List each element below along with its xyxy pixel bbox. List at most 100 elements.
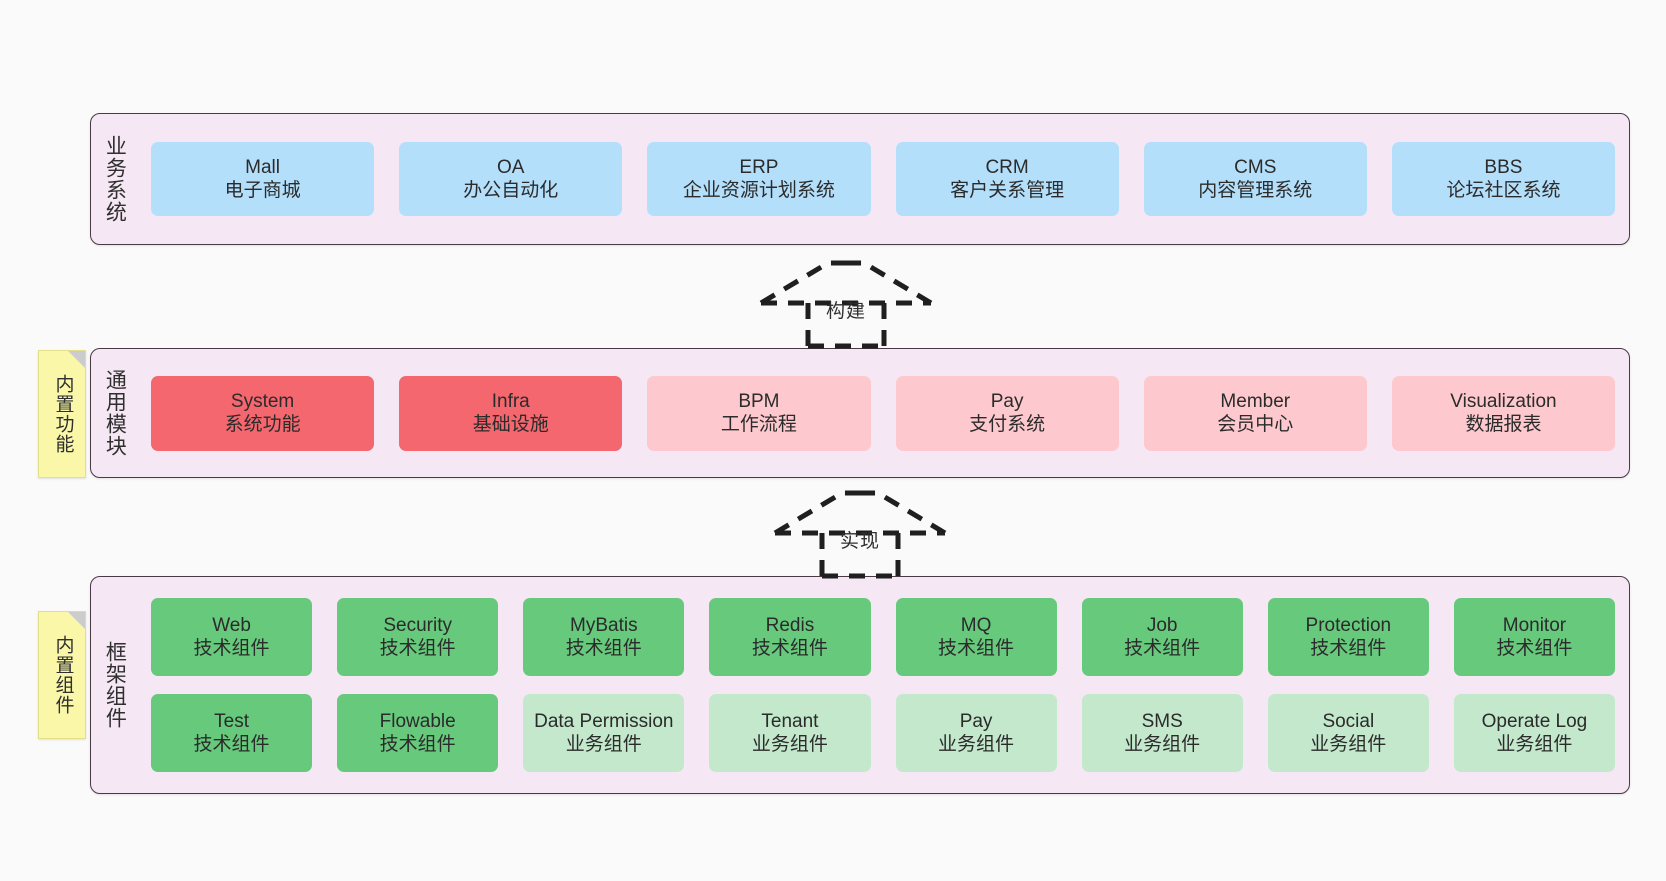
- card-pay-system-title: Pay: [990, 390, 1024, 412]
- card-system-title: System: [230, 390, 295, 412]
- card-test[interactable]: Test 技术组件: [151, 694, 313, 772]
- card-redis-subtitle: 技术组件: [751, 638, 828, 659]
- card-web[interactable]: Web 技术组件: [151, 598, 313, 676]
- card-visualization-subtitle: 数据报表: [1465, 414, 1542, 435]
- card-crm-subtitle: 客户关系管理: [950, 180, 1065, 201]
- card-data-permission-subtitle: 业务组件: [565, 734, 642, 755]
- card-mq-title: MQ: [960, 614, 992, 636]
- card-mybatis[interactable]: MyBatis 技术组件: [523, 598, 685, 676]
- implement-arrow-icon: [773, 490, 947, 579]
- card-sms-subtitle: 业务组件: [1124, 734, 1201, 755]
- card-bpm-subtitle: 工作流程: [720, 414, 797, 435]
- card-visualization-title: Visualization: [1450, 390, 1557, 412]
- card-monitor-subtitle: 技术组件: [1496, 638, 1573, 659]
- card-social[interactable]: Social 业务组件: [1267, 694, 1429, 772]
- card-mall-subtitle: 电子商城: [224, 180, 301, 201]
- layer-common-module-body: System 系统功能 Infra 基础设施 BPM 工作流程 Pay 支付系统…: [137, 349, 1629, 477]
- card-social-subtitle: 业务组件: [1310, 734, 1387, 755]
- card-infra-subtitle: 基础设施: [472, 414, 549, 435]
- layer-business-system-body: Mall 电子商城 OA 办公自动化 ERP 企业资源计划系统 CRM 客户关系…: [137, 114, 1629, 244]
- layer-framework-component: 框架组件 Web 技术组件 Security 技术组件 MyBatis 技术组件…: [90, 576, 1630, 794]
- card-pay-system-subtitle: 支付系统: [969, 414, 1046, 435]
- card-tenant[interactable]: Tenant 业务组件: [709, 694, 871, 772]
- card-oa[interactable]: OA 办公自动化: [399, 142, 623, 216]
- card-web-subtitle: 技术组件: [193, 638, 270, 659]
- card-protection[interactable]: Protection 技术组件: [1267, 598, 1429, 676]
- card-sms-title: SMS: [1141, 710, 1183, 732]
- framework-business-row: Test 技术组件 Flowable 技术组件 Data Permission …: [151, 694, 1615, 772]
- card-operate-log-title: Operate Log: [1481, 710, 1588, 732]
- card-sms[interactable]: SMS 业务组件: [1081, 694, 1243, 772]
- card-mall-title: Mall: [245, 156, 280, 178]
- card-member-subtitle: 会员中心: [1217, 414, 1294, 435]
- card-bbs[interactable]: BBS 论坛社区系统: [1391, 142, 1616, 216]
- card-web-title: Web: [212, 614, 251, 636]
- common-card-row: System 系统功能 Infra 基础设施 BPM 工作流程 Pay 支付系统…: [151, 375, 1616, 451]
- sticky-note-builtin-component: 内置组件: [38, 611, 86, 739]
- card-monitor[interactable]: Monitor 技术组件: [1453, 598, 1615, 676]
- card-bpm-title: BPM: [738, 390, 780, 412]
- card-crm[interactable]: CRM 客户关系管理: [895, 142, 1119, 216]
- card-redis[interactable]: Redis 技术组件: [709, 598, 871, 676]
- card-crm-title: CRM: [985, 156, 1029, 178]
- card-erp-title: ERP: [739, 156, 779, 178]
- card-job[interactable]: Job 技术组件: [1081, 598, 1243, 676]
- card-mq-subtitle: 技术组件: [938, 638, 1015, 659]
- layer-common-module-title: 通用模块: [103, 369, 127, 457]
- layer-framework-component-body: Web 技术组件 Security 技术组件 MyBatis 技术组件 Redi…: [137, 577, 1629, 793]
- card-cms-title: CMS: [1234, 156, 1277, 178]
- card-mybatis-title: MyBatis: [570, 614, 638, 636]
- card-flowable-title: Flowable: [379, 710, 456, 732]
- card-system[interactable]: System 系统功能: [151, 375, 375, 451]
- card-job-subtitle: 技术组件: [1124, 638, 1201, 659]
- card-cms-subtitle: 内容管理系统: [1198, 180, 1313, 201]
- card-pay-component[interactable]: Pay 业务组件: [895, 694, 1057, 772]
- card-oa-subtitle: 办公自动化: [463, 180, 559, 201]
- framework-tech-row: Web 技术组件 Security 技术组件 MyBatis 技术组件 Redi…: [151, 598, 1615, 676]
- card-operate-log[interactable]: Operate Log 业务组件: [1453, 694, 1615, 772]
- card-tenant-title: Tenant: [761, 710, 819, 732]
- card-protection-subtitle: 技术组件: [1310, 638, 1387, 659]
- card-infra[interactable]: Infra 基础设施: [399, 375, 623, 451]
- card-job-title: Job: [1146, 614, 1178, 636]
- card-data-permission[interactable]: Data Permission 业务组件: [523, 694, 685, 772]
- card-data-permission-title: Data Permission: [534, 710, 674, 732]
- card-cms[interactable]: CMS 内容管理系统: [1143, 142, 1367, 216]
- card-redis-title: Redis: [765, 614, 815, 636]
- layer-common-module: 通用模块 System 系统功能 Infra 基础设施 BPM 工作流程 Pay: [90, 348, 1630, 478]
- card-pay-component-subtitle: 业务组件: [938, 734, 1015, 755]
- layer-business-system-title: 业务系统: [103, 135, 127, 223]
- card-bpm[interactable]: BPM 工作流程: [647, 375, 871, 451]
- card-member-title: Member: [1220, 390, 1291, 412]
- connector-implement: 实现: [770, 488, 950, 579]
- card-security[interactable]: Security 技术组件: [337, 598, 499, 676]
- card-mq[interactable]: MQ 技术组件: [895, 598, 1057, 676]
- card-flowable[interactable]: Flowable 技术组件: [337, 694, 499, 772]
- card-tenant-subtitle: 业务组件: [751, 734, 828, 755]
- card-bbs-subtitle: 论坛社区系统: [1446, 180, 1561, 201]
- business-card-row: Mall 电子商城 OA 办公自动化 ERP 企业资源计划系统 CRM 客户关系…: [151, 142, 1616, 216]
- card-operate-log-subtitle: 业务组件: [1496, 734, 1573, 755]
- layer-framework-component-title: 框架组件: [103, 641, 127, 729]
- card-bbs-title: BBS: [1484, 156, 1523, 178]
- card-flowable-subtitle: 技术组件: [379, 734, 456, 755]
- card-oa-title: OA: [497, 156, 525, 178]
- card-security-title: Security: [383, 614, 452, 636]
- card-pay-component-title: Pay: [959, 710, 993, 732]
- sticky-note-builtin-feature: 内置功能: [38, 350, 86, 478]
- card-monitor-title: Monitor: [1502, 614, 1567, 636]
- card-test-title: Test: [214, 710, 249, 732]
- card-infra-title: Infra: [491, 390, 530, 412]
- card-mall[interactable]: Mall 电子商城: [151, 142, 375, 216]
- card-erp[interactable]: ERP 企业资源计划系统: [647, 142, 871, 216]
- card-security-subtitle: 技术组件: [379, 638, 456, 659]
- card-member[interactable]: Member 会员中心: [1143, 375, 1367, 451]
- connector-build: 构建: [756, 258, 936, 349]
- card-mybatis-subtitle: 技术组件: [565, 638, 642, 659]
- card-pay-system[interactable]: Pay 支付系统: [895, 375, 1119, 451]
- card-protection-title: Protection: [1305, 614, 1392, 636]
- card-visualization[interactable]: Visualization 数据报表: [1391, 375, 1616, 451]
- card-social-title: Social: [1322, 710, 1375, 732]
- build-arrow-icon: [759, 260, 933, 349]
